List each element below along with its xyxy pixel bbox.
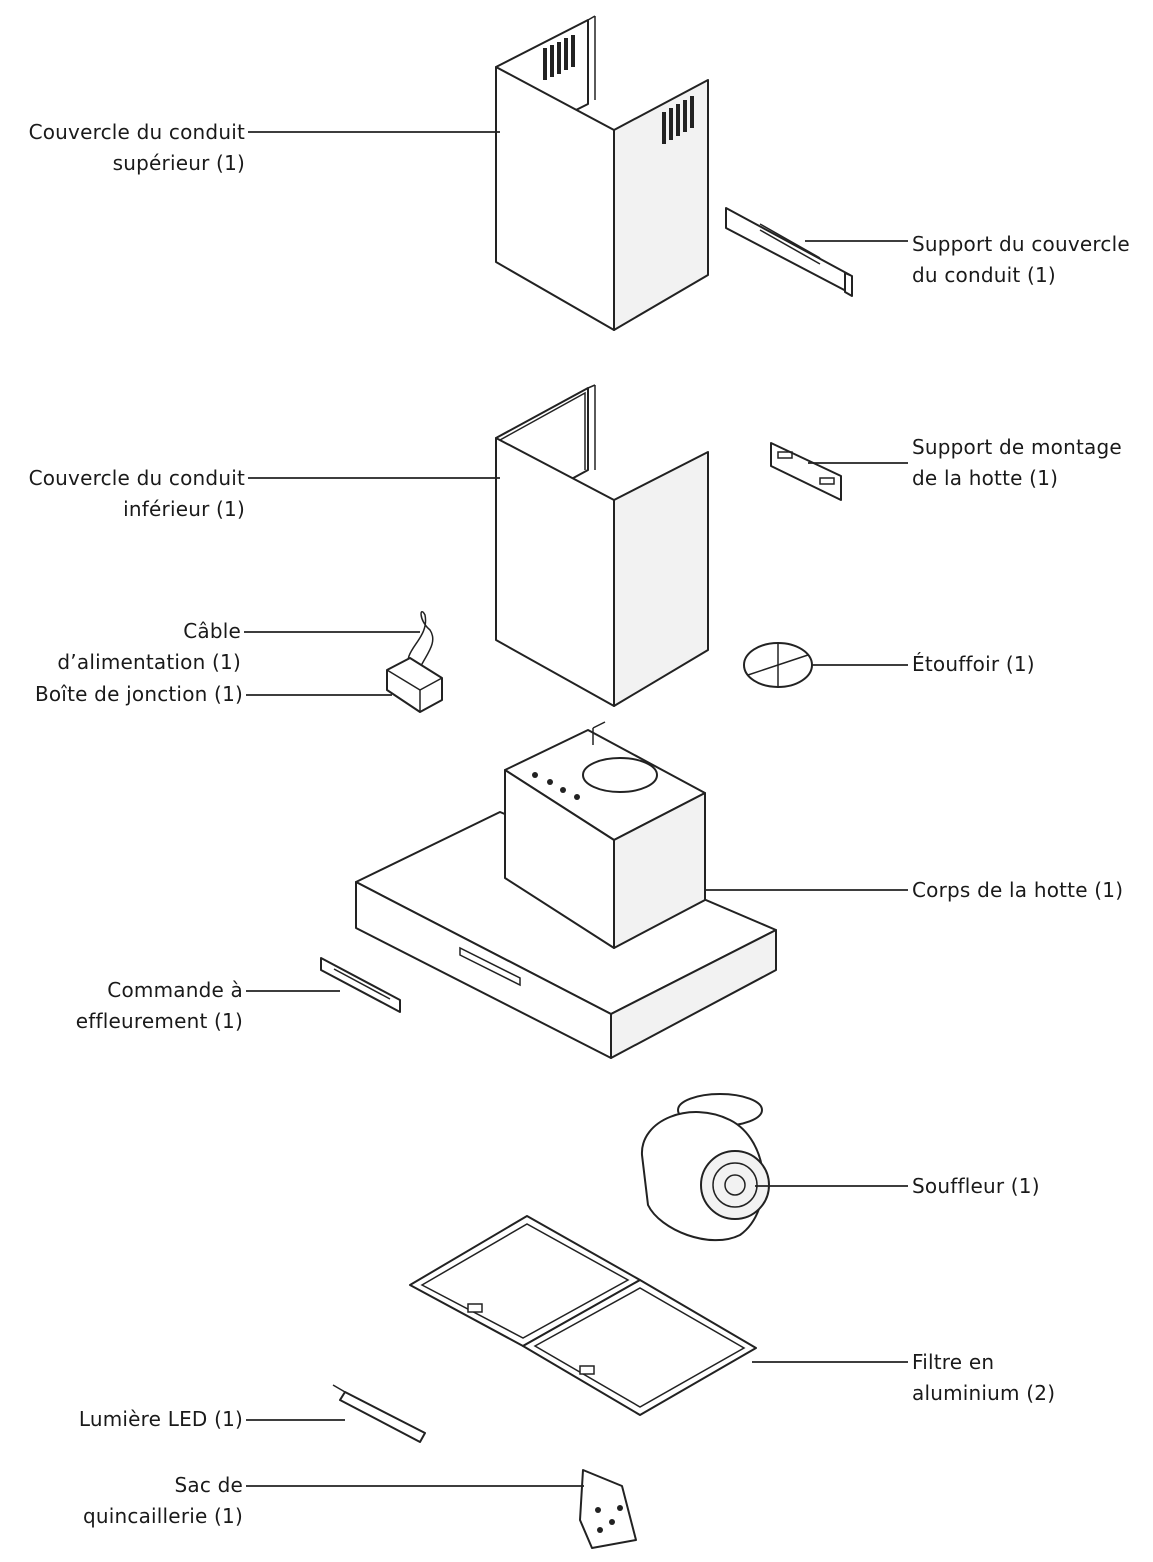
label-hood-body: Corps de la hotte (1) [912, 878, 1124, 902]
leader-lines [244, 131, 908, 1487]
label-junction-box: Boîte de jonction (1) [34, 682, 243, 706]
hood-mounting-bracket-drawing [770, 442, 842, 501]
lower-duct-cover-drawing [495, 384, 709, 707]
label-blower: Souffleur (1) [912, 1174, 1040, 1198]
led-light-drawing [332, 1384, 426, 1443]
label-led-light: Lumière LED (1) [78, 1407, 243, 1431]
aluminum-filter-drawing [409, 1215, 757, 1416]
duct-cover-bracket-drawing [725, 207, 853, 297]
junction-box-drawing [386, 610, 443, 713]
blower-drawing [640, 1093, 770, 1242]
hardware-bag-drawing [579, 1469, 637, 1549]
damper-drawing [743, 642, 813, 688]
hood-body-drawing [355, 721, 777, 1059]
label-damper: Étouffoir (1) [912, 652, 1035, 676]
upper-duct-cover-drawing [495, 15, 709, 331]
touch-control-drawing [320, 957, 401, 1013]
